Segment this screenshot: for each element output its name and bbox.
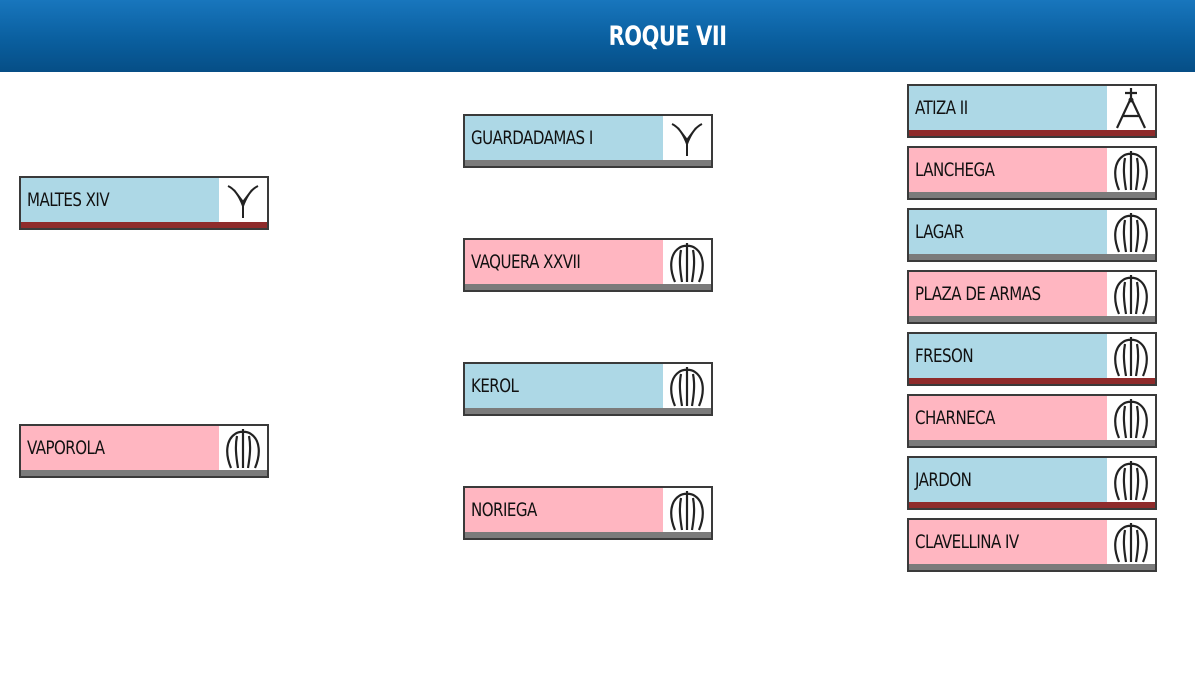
m-brand-icon (663, 240, 711, 284)
y-brand-icon (219, 178, 267, 222)
status-bar (909, 502, 1155, 508)
animal-name: GUARDADAMAS I (471, 127, 593, 149)
m-brand-icon (663, 364, 711, 408)
animal-name: VAQUERA XXVII (471, 251, 581, 273)
status-bar (909, 316, 1155, 322)
animal-name: NORIEGA (471, 499, 537, 521)
status-bar (21, 470, 267, 476)
m-brand-icon (1107, 272, 1155, 316)
animal-name: JARDON (915, 469, 972, 491)
animal-name: KEROL (471, 375, 519, 397)
animal-name: ATIZA II (915, 97, 968, 119)
pedigree-card-ddd[interactable]: CLAVELLINA IV (907, 518, 1157, 572)
status-bar (909, 378, 1155, 384)
status-bar (909, 130, 1155, 136)
animal-name: LANCHEGA (915, 159, 995, 181)
m-brand-icon (1107, 520, 1155, 564)
pedigree-card-sire[interactable]: MALTES XIV (19, 176, 269, 230)
status-bar (465, 408, 711, 414)
m-brand-icon (219, 426, 267, 470)
y-brand-icon (663, 116, 711, 160)
pedigree-card-sire-dam[interactable]: VAQUERA XXVII (463, 238, 713, 292)
m-brand-icon (663, 488, 711, 532)
pedigree-card-sdd[interactable]: PLAZA DE ARMAS (907, 270, 1157, 324)
status-bar (21, 222, 267, 228)
pedigree-card-ssd[interactable]: LANCHEGA (907, 146, 1157, 200)
animal-name: LAGAR (915, 221, 964, 243)
pedigree-card-dsd[interactable]: CHARNECA (907, 394, 1157, 448)
m-brand-icon (1107, 334, 1155, 378)
animal-name: CHARNECA (915, 407, 995, 429)
status-bar (909, 564, 1155, 570)
status-bar (465, 284, 711, 290)
pedigree-card-dam-sire[interactable]: KEROL (463, 362, 713, 416)
animal-name: VAPOROLA (27, 437, 105, 459)
m-brand-icon (1107, 148, 1155, 192)
m-brand-icon (1107, 458, 1155, 502)
m-brand-icon (1107, 210, 1155, 254)
animal-name: PLAZA DE ARMAS (915, 283, 1041, 305)
animal-name: MALTES XIV (27, 189, 110, 211)
page-title: ROQUE VII (608, 20, 727, 52)
status-bar (909, 254, 1155, 260)
status-bar (909, 440, 1155, 446)
pedigree-card-sss[interactable]: ATIZA II (907, 84, 1157, 138)
m-brand-icon (1107, 396, 1155, 440)
pedigree-card-dss[interactable]: FRESON (907, 332, 1157, 386)
header-bar: ROQUE VII (0, 0, 1195, 72)
pedigree-card-sds[interactable]: LAGAR (907, 208, 1157, 262)
pedigree-card-sire-sire[interactable]: GUARDADAMAS I (463, 114, 713, 168)
status-bar (465, 532, 711, 538)
compass-brand-icon (1107, 86, 1155, 130)
status-bar (909, 192, 1155, 198)
pedigree-card-dds[interactable]: JARDON (907, 456, 1157, 510)
status-bar (465, 160, 711, 166)
animal-name: FRESON (915, 345, 974, 367)
pedigree-card-dam[interactable]: VAPOROLA (19, 424, 269, 478)
pedigree-card-dam-dam[interactable]: NORIEGA (463, 486, 713, 540)
animal-name: CLAVELLINA IV (915, 531, 1019, 553)
